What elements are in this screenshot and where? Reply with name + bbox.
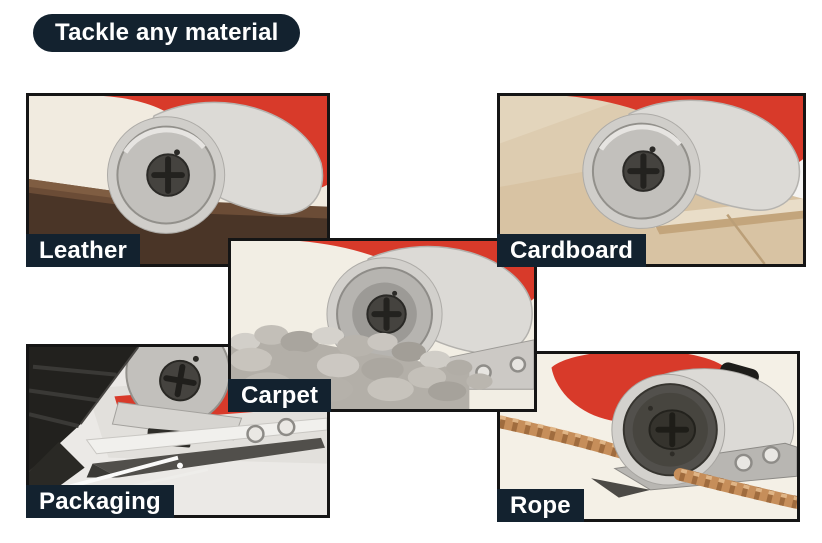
- label-leather: Leather: [26, 234, 141, 267]
- label-cardboard: Cardboard: [497, 234, 647, 267]
- cardboard-photo-illustration: [500, 96, 803, 264]
- rivet: [762, 445, 781, 464]
- label-packaging: Packaging: [26, 485, 174, 518]
- rotary-cutter: [103, 96, 327, 234]
- rivet: [509, 356, 527, 373]
- packaging-material: [29, 347, 209, 511]
- rivet: [734, 453, 753, 472]
- rivet: [246, 424, 265, 444]
- page-title: Tackle any material: [33, 14, 301, 52]
- rivet: [277, 417, 296, 437]
- panel-cardboard-photo: [497, 93, 806, 267]
- rotary-cutter: [566, 96, 803, 229]
- rope-material-front: [673, 468, 797, 509]
- rotary-cutter: [299, 241, 534, 390]
- label-carpet: Carpet: [228, 379, 332, 412]
- rotary-cutter: [551, 354, 797, 498]
- carpet-photo-illustration: [231, 241, 534, 409]
- label-rope: Rope: [497, 489, 584, 522]
- panel-packaging-photo: [26, 344, 330, 518]
